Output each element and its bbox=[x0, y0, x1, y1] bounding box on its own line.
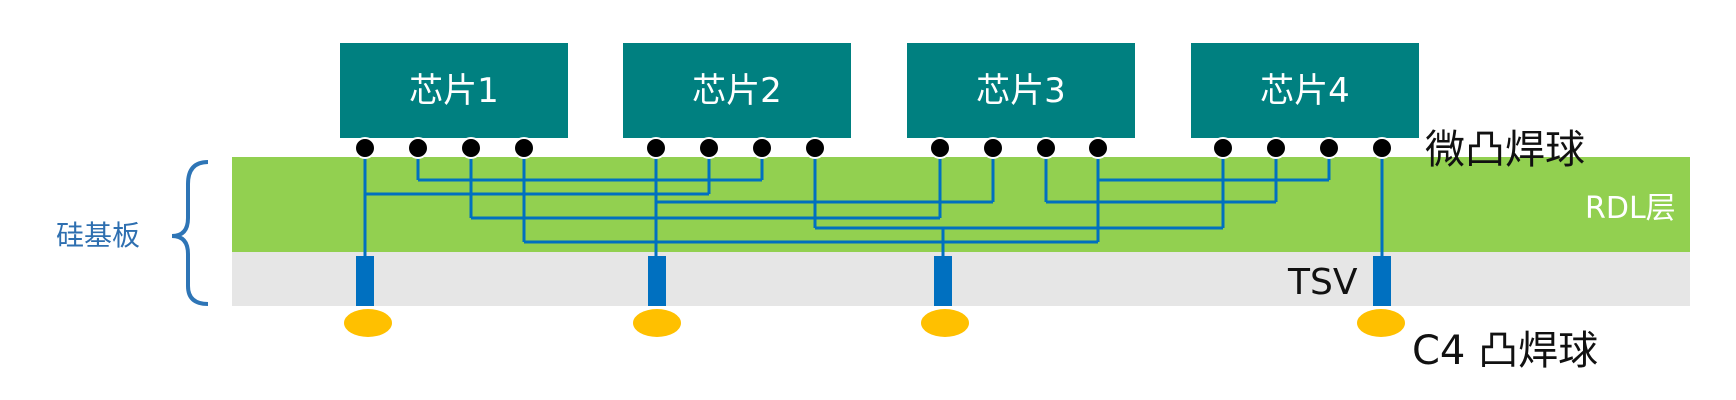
chip-1-body bbox=[340, 43, 568, 138]
c4-bump-2 bbox=[633, 309, 681, 337]
tsv-2 bbox=[648, 256, 666, 306]
micro-bumps bbox=[354, 137, 1393, 159]
c4-bump-4 bbox=[1357, 309, 1405, 337]
chip-3-label: 芯片3 bbox=[976, 71, 1066, 111]
c4-bump-label: C4 凸焊球 bbox=[1412, 328, 1598, 374]
c4-bump-3 bbox=[921, 309, 969, 337]
micro-bump bbox=[1212, 137, 1234, 159]
substrate-label: 硅基板 bbox=[56, 219, 140, 252]
chip-3-body bbox=[907, 43, 1135, 138]
chip-4: 芯片4 bbox=[1191, 43, 1419, 138]
microbump-label: 微凸焊球 bbox=[1425, 127, 1585, 173]
micro-bump bbox=[698, 137, 720, 159]
micro-bump bbox=[354, 137, 376, 159]
chip-1: 芯片1 bbox=[340, 43, 568, 138]
micro-bump bbox=[929, 137, 951, 159]
tsv-1 bbox=[356, 256, 374, 306]
micro-bump bbox=[1371, 137, 1393, 159]
chip-3: 芯片3 bbox=[907, 43, 1135, 138]
silicon-layer bbox=[232, 252, 1690, 306]
micro-bump bbox=[1265, 137, 1287, 159]
rdl-wiring bbox=[363, 148, 1384, 256]
substrate-brace-icon bbox=[171, 160, 209, 306]
c4-bump-1 bbox=[344, 309, 392, 337]
tsv-3 bbox=[934, 256, 952, 306]
rdl-layer bbox=[232, 157, 1690, 252]
chip-2: 芯片2 bbox=[623, 43, 851, 138]
chip-2-body bbox=[623, 43, 851, 138]
micro-bump bbox=[1087, 137, 1109, 159]
tsv-group bbox=[356, 256, 1391, 306]
micro-bump bbox=[645, 137, 667, 159]
rdl-label: RDL层 bbox=[1585, 191, 1676, 226]
micro-bump bbox=[1035, 137, 1057, 159]
micro-bump bbox=[982, 137, 1004, 159]
chip-4-body bbox=[1191, 43, 1419, 138]
tsv-label: TSV bbox=[1287, 262, 1358, 303]
micro-bump bbox=[804, 137, 826, 159]
micro-bump bbox=[407, 137, 429, 159]
micro-bump bbox=[460, 137, 482, 159]
micro-bump bbox=[513, 137, 535, 159]
chip-1-label: 芯片1 bbox=[409, 71, 499, 111]
micro-bump bbox=[1318, 137, 1340, 159]
micro-bump bbox=[751, 137, 773, 159]
tsv-4 bbox=[1373, 256, 1391, 306]
chip-4-label: 芯片4 bbox=[1260, 71, 1350, 111]
c4-bumps bbox=[344, 309, 1405, 337]
chip-2-label: 芯片2 bbox=[692, 71, 782, 111]
